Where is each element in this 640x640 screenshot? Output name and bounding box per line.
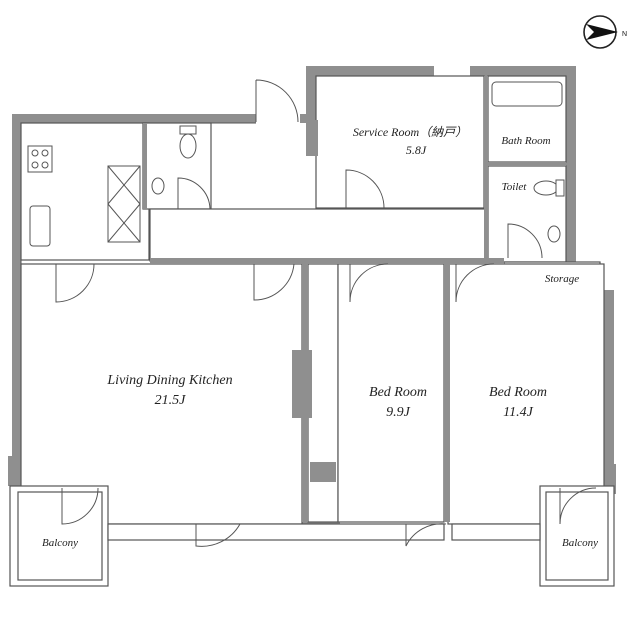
balcony-left-label: Balcony	[42, 537, 78, 549]
north-arrow-icon: N	[583, 15, 627, 49]
service-room	[315, 75, 485, 209]
wash-basin-icon	[547, 225, 561, 243]
balconies	[9, 485, 615, 587]
toilet-bowl-icon	[533, 180, 559, 196]
toilet-label: Toilet	[502, 181, 528, 193]
closet-column	[307, 263, 339, 523]
bathtub-icon	[491, 81, 563, 107]
wc-area	[142, 122, 212, 210]
fridge-icon	[107, 165, 141, 243]
ldk-room	[20, 263, 303, 525]
bedroom-1-size: 9.9J	[386, 405, 411, 420]
service-room-size: 5.8J	[406, 143, 427, 157]
doors	[55, 79, 597, 547]
bath-room-label: Bath Room	[501, 135, 550, 147]
balcony-right-label: Balcony	[562, 537, 598, 549]
service-room-label: Service Room（納戸）	[353, 125, 467, 139]
bedroom-2-label: Bed Room	[489, 385, 547, 400]
bedroom-1-label: Bed Room	[369, 385, 427, 400]
compass-label: N	[622, 31, 627, 38]
bedroom-2	[447, 263, 605, 525]
labels: Service Room（納戸） 5.8J Bath Room Toilet S…	[42, 125, 598, 549]
bedroom-1	[337, 263, 445, 523]
stove-icon	[27, 145, 53, 173]
toilet-room	[487, 165, 567, 263]
hallway	[149, 208, 505, 262]
wash-basin-icon	[151, 177, 165, 195]
room-outlines	[20, 75, 605, 525]
toilet-bowl-icon	[179, 133, 197, 159]
bedroom-2-size: 11.4J	[503, 405, 533, 420]
storage-label: Storage	[545, 273, 579, 285]
ldk-label: Living Dining Kitchen	[106, 373, 232, 388]
ldk-size: 21.5J	[155, 393, 187, 408]
fixtures	[27, 81, 565, 247]
sink-icon	[29, 205, 51, 247]
